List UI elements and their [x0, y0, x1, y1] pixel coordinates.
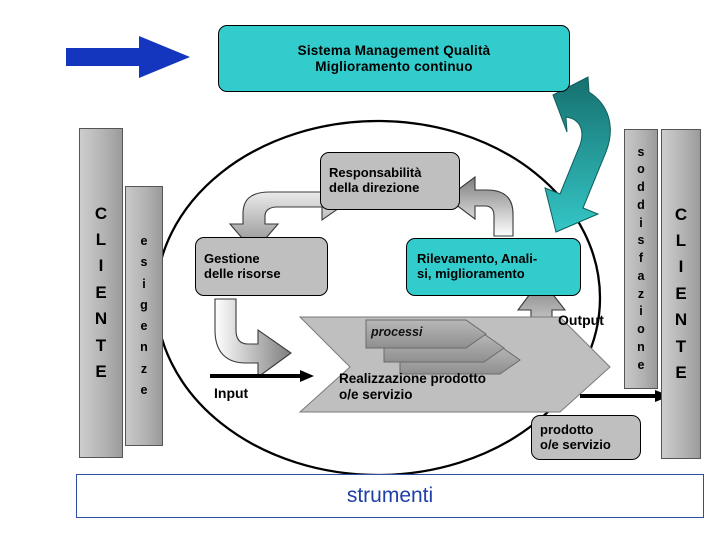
output-arrow-icon	[580, 390, 670, 402]
soddisfazione-letter-13: e	[637, 357, 645, 372]
esigenze-letter-5: e	[140, 319, 148, 333]
cliente-left-letter-6: T	[95, 335, 107, 355]
soddisfazione-letter-12: n	[637, 339, 645, 354]
realizzazione-prodotto-label: Realizzazione prodotto o/e servizio	[339, 371, 486, 403]
soddisfazione-letter-10: i	[639, 304, 643, 319]
cliente-right-letter-4: E	[675, 283, 687, 303]
smq-line-2: Miglioramento continuo	[315, 58, 473, 74]
soddisfazione-letter-2: o	[637, 162, 645, 177]
soddisfazione-letter-1: s	[637, 144, 645, 159]
cliente-left-letter-7: E	[95, 361, 107, 381]
soddisfazione-letter-5: i	[639, 215, 643, 230]
cliente-right-letter-6: T	[675, 336, 687, 356]
arrow-rilevamento-to-responsabilita	[446, 175, 514, 237]
soddisfazione-letter-7: f	[638, 251, 644, 266]
prodotto-servizio-line-1: prodotto	[540, 421, 594, 437]
smq-line-1: Sistema Management Qualità	[297, 42, 491, 58]
soddisfazione-letter-11: o	[637, 322, 645, 337]
esigenze-letter-7: z	[140, 361, 148, 376]
soddisfazione-letter-4: d	[637, 197, 645, 212]
prodotto-servizio-line-2: o/e servizio	[540, 436, 611, 452]
cliente-left-letter-4: E	[95, 282, 107, 302]
output-label: Output	[558, 312, 604, 328]
esigenze-letter-1: e	[140, 234, 148, 248]
arrow-gestione-to-realizzazione	[214, 298, 292, 379]
soddisfazione-letter-3: d	[637, 180, 645, 195]
processi-label: processi	[371, 325, 423, 339]
gestione-line-1: Gestione	[204, 250, 260, 266]
prodotto-o-e-servizio-box[interactable]: prodotto o/e servizio	[531, 415, 641, 460]
sistema-management-qualita-box[interactable]: Sistema Management Qualità Miglioramento…	[218, 25, 570, 92]
cliente-right-letter-7: E	[675, 362, 687, 382]
responsabilita-della-direzione-box[interactable]: Responsabilità della direzione	[320, 152, 460, 210]
cliente-right-letter-2: L	[675, 231, 687, 251]
cliente-left-letter-2: L	[95, 230, 107, 250]
soddisfazione-letter-9: z	[637, 286, 645, 301]
rilevamento-analisi-miglioramento-box[interactable]: Rilevamento, Anali- si, miglioramento	[406, 238, 581, 296]
rilevamento-line-1: Rilevamento, Anali-	[417, 251, 538, 267]
strumenti-box[interactable]: strumenti	[76, 474, 704, 518]
processi-chevron-stack	[365, 319, 521, 375]
feedback-arrow-icon	[544, 76, 611, 233]
cliente-left-letter-5: N	[94, 309, 108, 329]
esigenze-letter-8: e	[140, 382, 148, 397]
cliente-left-letter-3: I	[98, 256, 104, 276]
gestione-line-2: delle risorse	[204, 265, 281, 281]
cliente-right-letter-1: C	[674, 204, 688, 224]
soddisfazione-letter-8: a	[637, 268, 645, 283]
gestione-delle-risorse-box[interactable]: Gestione delle risorse	[195, 237, 328, 296]
responsabilita-line-1: Responsabilità	[329, 165, 422, 181]
rilevamento-line-2: si, miglioramento	[417, 266, 525, 281]
entry-arrow-icon	[66, 36, 190, 78]
realizzazione-line-2: o/e servizio	[339, 386, 413, 402]
esigenze-letter-2: s	[140, 255, 148, 270]
strumenti-label: strumenti	[346, 484, 434, 507]
cliente-right-letter-5: N	[674, 310, 688, 330]
input-label: Input	[214, 385, 249, 401]
esigenze-letter-3: i	[142, 276, 146, 291]
cliente-left-letter-1: C	[94, 203, 108, 223]
responsabilita-line-2: della direzione	[329, 180, 420, 195]
realizzazione-line-1: Realizzazione prodotto	[339, 371, 487, 386]
cliente-right-letter-3: I	[678, 257, 684, 277]
soddisfazione-letter-6: s	[637, 233, 645, 248]
esigenze-letter-4: g	[140, 297, 148, 312]
input-arrow-icon	[210, 370, 314, 382]
esigenze-letter-6: n	[140, 340, 148, 355]
